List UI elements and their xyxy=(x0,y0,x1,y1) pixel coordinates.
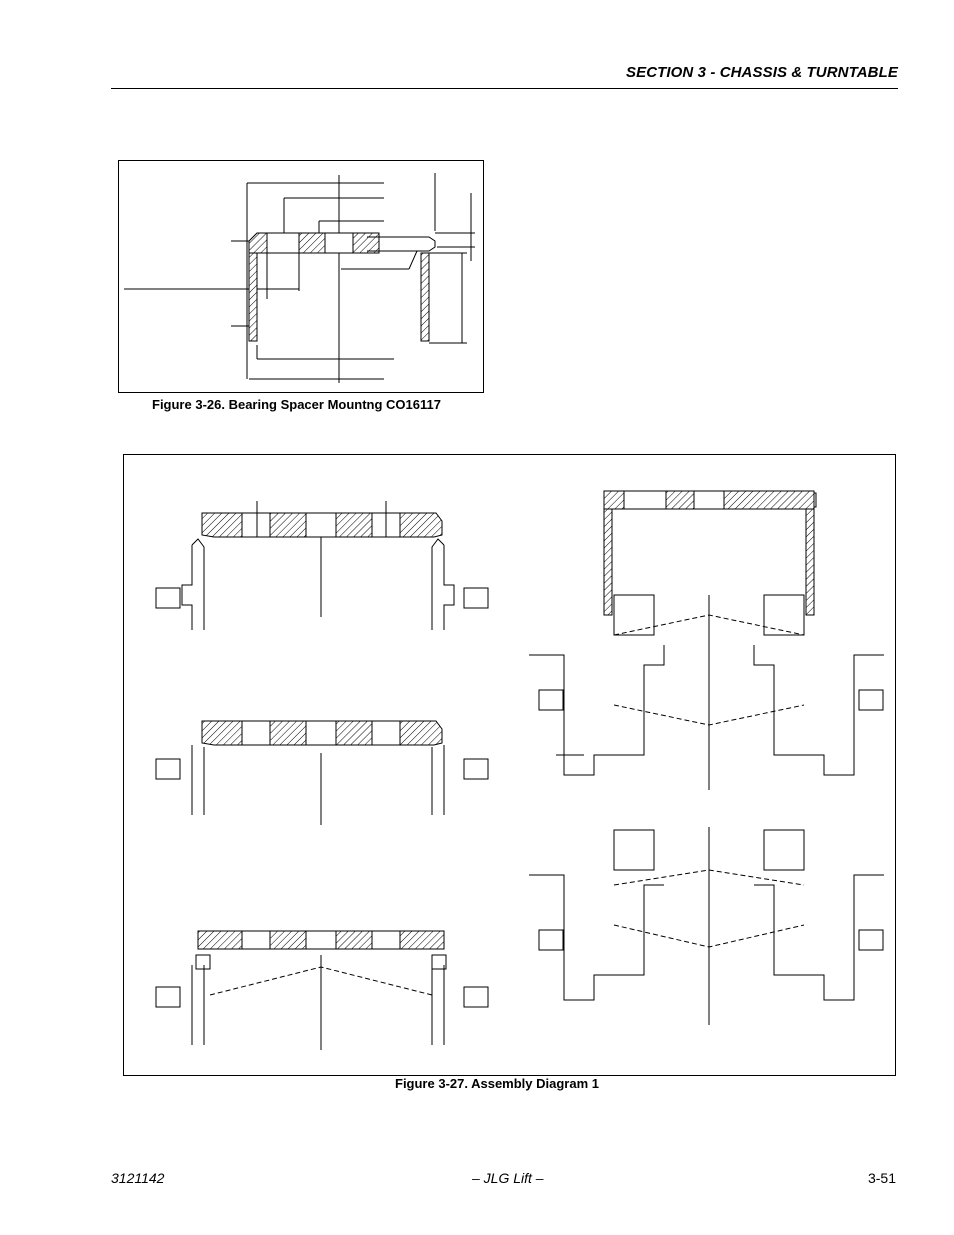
assembly-stage-2 xyxy=(155,720,489,825)
page-number: 3-51 xyxy=(867,1170,896,1186)
figure-assembly-diagram xyxy=(123,454,896,1076)
figure-caption: Figure 3-26. Bearing Spacer Mountng CO16… xyxy=(152,397,441,412)
doc-number: 3121142 xyxy=(111,1170,165,1186)
assembly-stage-1 xyxy=(155,501,489,630)
header-rule xyxy=(111,88,898,89)
figure-bearing-spacer xyxy=(118,160,484,393)
footer-center: – JLG Lift – xyxy=(472,1170,544,1186)
assembly-stage-5 xyxy=(529,827,884,1025)
assembly-stage-3 xyxy=(155,930,489,1050)
section-title: SECTION 3 - CHASSIS & TURNTABLE xyxy=(625,64,898,81)
bearing-spacer-drawing xyxy=(124,173,475,383)
assembly-diagram-drawing xyxy=(155,490,884,1050)
assembly-stage-4 xyxy=(529,490,884,790)
figure-caption: Figure 3-27. Assembly Diagram 1 xyxy=(395,1076,599,1091)
